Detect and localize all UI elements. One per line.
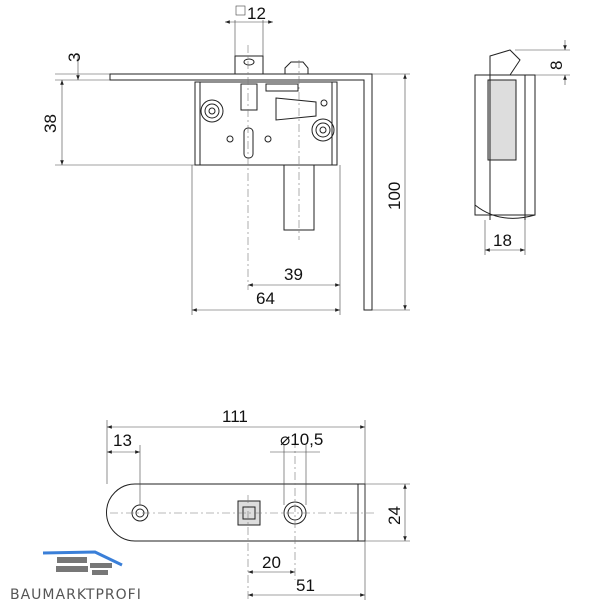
dim-to-end: 51 — [296, 576, 315, 595]
side-view: 8 18 — [474, 40, 570, 255]
dim-spacing: 20 — [262, 553, 281, 572]
bottom-view — [106, 440, 375, 600]
strike-plate — [106, 483, 366, 542]
logo-roof-icon — [42, 550, 123, 567]
dim-side-top: 8 — [547, 61, 566, 70]
front-view — [109, 45, 373, 311]
screw-left — [200, 99, 224, 123]
front-dimensions: 12 3 38 100 39 64 — [41, 4, 410, 315]
logo-text: BAUMARKTPROFI — [10, 587, 142, 600]
dim-plate-thickness: 3 — [65, 53, 84, 62]
dim-plate-length: 111 — [222, 407, 248, 426]
lock-body — [194, 81, 338, 166]
dim-hole-offset: 13 — [113, 431, 132, 450]
dim-square: 12 — [247, 4, 266, 23]
dim-body-height: 38 — [41, 114, 60, 133]
dim-side-width: 18 — [493, 231, 512, 250]
dim-body-width: 64 — [256, 289, 275, 308]
square-symbol-icon — [235, 5, 246, 16]
screw-right — [311, 118, 335, 142]
dim-plate-width: 24 — [385, 506, 404, 525]
baumarktprofi-logo: BAUMARKTPROFI — [10, 550, 142, 600]
dim-total-height: 100 — [385, 182, 404, 210]
bottom-dimensions: 111 13 ⌀10,5 24 20 51 — [106, 407, 410, 600]
dim-bolt-offset: 39 — [284, 265, 303, 284]
dim-hole-diameter: ⌀10,5 — [280, 430, 323, 449]
latch — [275, 97, 317, 121]
